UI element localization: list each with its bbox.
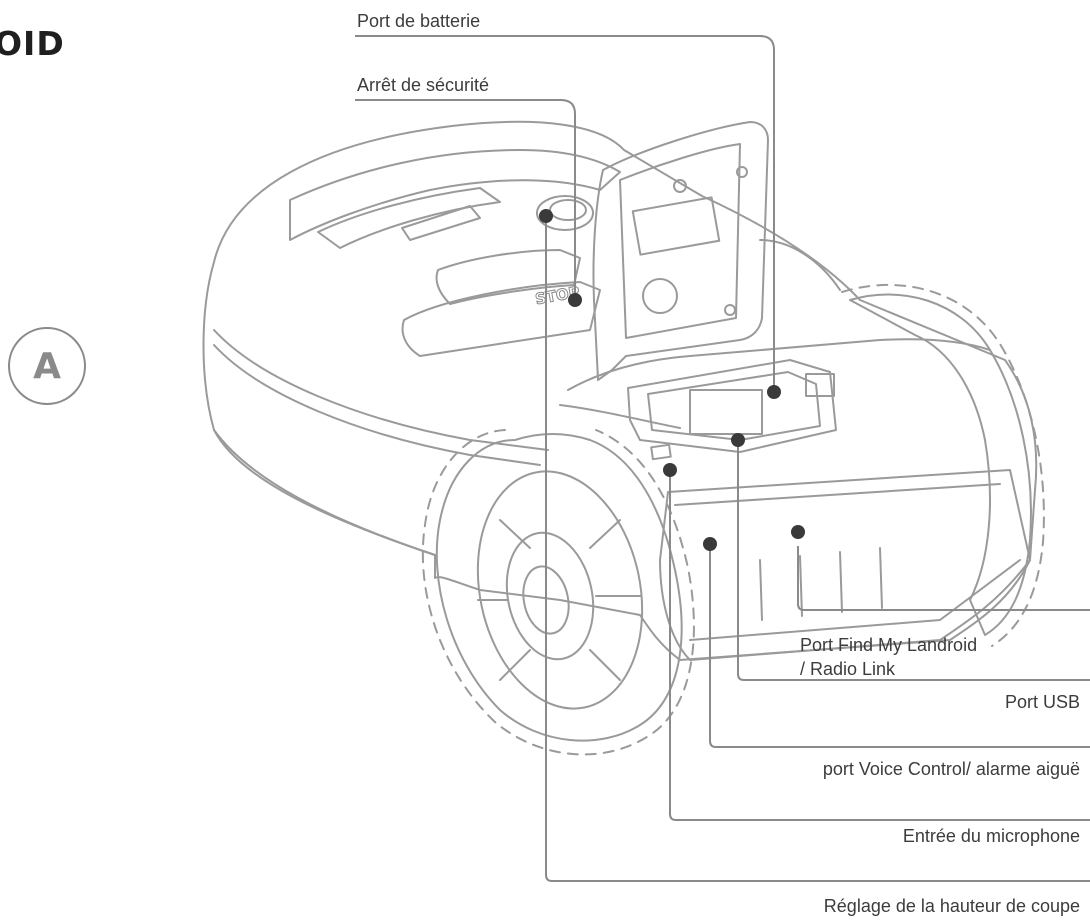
height-dial-inner	[549, 199, 587, 221]
usb-port-block	[805, 373, 835, 397]
rear-wheel-tread	[849, 293, 1032, 636]
leader-battery-port	[355, 35, 775, 390]
battery-compartment-inner	[647, 371, 821, 441]
callout-cut-height: Réglage de la hauteur de coupe	[823, 896, 1080, 916]
mower-ridges	[759, 547, 883, 621]
dot-voice	[703, 537, 717, 551]
dot-find-my	[791, 525, 805, 539]
front-wheel-rim	[476, 470, 644, 710]
mower-body-edge-2	[213, 344, 541, 466]
mower-base	[659, 469, 1031, 661]
dot-cut-height	[539, 209, 553, 223]
leader-voice	[709, 546, 1090, 748]
brand-logo-partial: OID	[0, 24, 65, 63]
leader-safety-stop	[355, 99, 576, 300]
callout-find-my-line1: Port Find My Landroid	[800, 635, 978, 655]
front-wheel-hub	[505, 531, 595, 661]
dot-usb	[731, 433, 745, 447]
section-badge: A	[8, 327, 86, 405]
mower-deck-slot	[317, 187, 501, 249]
callout-voice-control: port Voice Control/ alarme aiguë	[822, 759, 1080, 779]
callout-safety-stop: Arrêt de sécurité	[357, 75, 490, 95]
lid-screw-1	[673, 179, 687, 193]
lid-connector	[642, 278, 678, 314]
lid-screw-2	[736, 166, 748, 178]
marker-dots	[539, 209, 805, 551]
battery-compartment	[627, 359, 837, 453]
callout-find-my-line2: / Radio Link	[800, 659, 896, 679]
dot-battery-port	[767, 385, 781, 399]
rear-wheel-teeth	[841, 283, 1045, 647]
leader-lines	[355, 35, 1090, 882]
mower-illustration	[202, 120, 1045, 756]
mower-base-lower	[689, 559, 1021, 641]
height-dial	[536, 195, 594, 231]
stop-housing	[401, 281, 601, 357]
battery-port-block	[689, 389, 763, 435]
front-wheel-tread	[435, 433, 683, 742]
dot-safety-stop	[568, 293, 582, 307]
callout-microphone: Entrée du microphone	[902, 826, 1080, 846]
front-wheel-spokes	[477, 519, 641, 681]
callout-usb-port: Port USB	[1004, 692, 1080, 712]
front-wheel-hub-inner	[522, 565, 570, 635]
voice-port-slot	[650, 443, 672, 461]
mower-front-face	[567, 338, 991, 391]
rear-wheel-detail	[759, 239, 841, 291]
dot-microphone	[663, 463, 677, 477]
mower-front-face-2	[559, 404, 681, 429]
lid-label-panel	[631, 196, 721, 256]
leader-cut-height	[545, 216, 1090, 882]
mower-skirt	[213, 429, 436, 556]
mower-base-trim	[674, 483, 1001, 506]
lid-inner	[619, 143, 741, 339]
callout-battery-port: Port de batterie	[357, 11, 481, 31]
leader-find-my	[797, 546, 1090, 611]
front-wheel-teeth	[421, 429, 695, 756]
leader-usb	[737, 440, 1090, 681]
lid-outer	[592, 121, 769, 381]
lid-screw-3	[724, 304, 736, 316]
mower-vent	[401, 205, 481, 241]
mower-body-edge	[213, 329, 549, 451]
leader-microphone	[669, 470, 1090, 821]
